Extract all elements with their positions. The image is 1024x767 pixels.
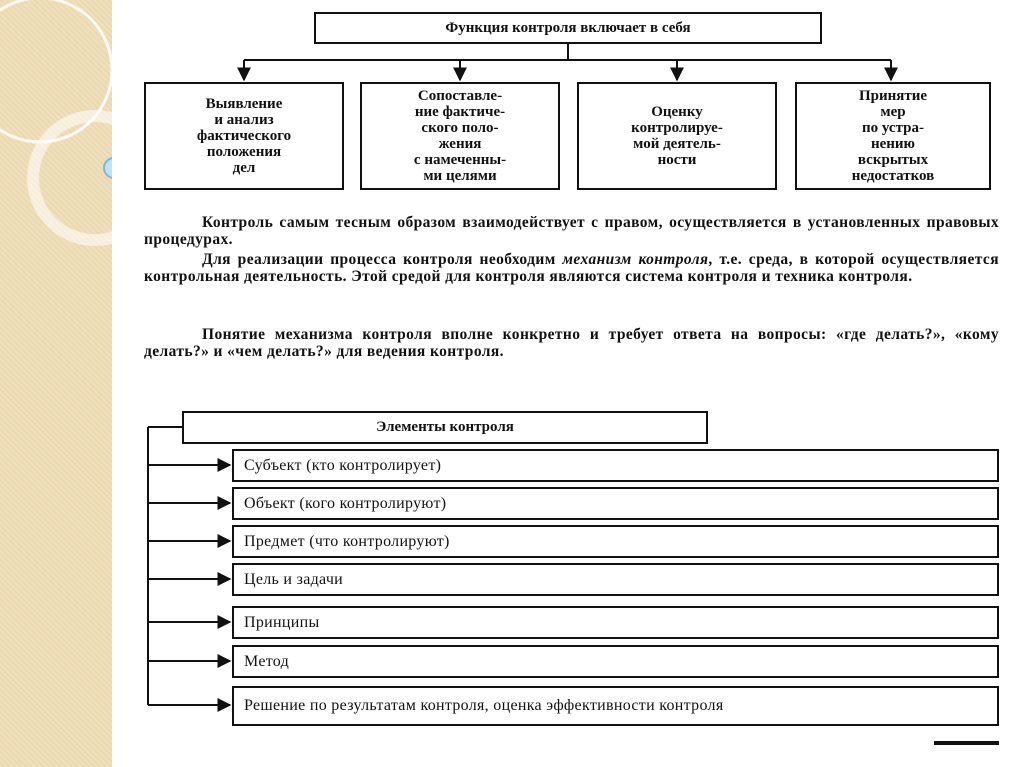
- element-object: Объект (кого контролируют): [232, 487, 999, 520]
- function-item-evaluation: Оценку контролируе- мой деятель- ности: [577, 82, 777, 190]
- function-title: Функция контроля включает в себя: [314, 12, 822, 44]
- element-subject-matter: Предмет (что контролируют): [232, 525, 999, 558]
- emphasis-mechanism: механизм контроля: [562, 251, 709, 268]
- paragraph-2: Для реализации процесса контроля необход…: [144, 251, 999, 285]
- function-item-measures: Принятие мер по устра- нению вскрытых не…: [795, 82, 991, 190]
- function-item-analysis: Выявление и анализ фактического положени…: [144, 82, 344, 190]
- elements-title: Элементы контроля: [182, 411, 708, 444]
- deco-circle-ring: [27, 110, 140, 246]
- bottom-rule: [934, 741, 999, 745]
- slide: Функция контроля включает в себя Выявлен…: [112, 0, 1024, 767]
- element-goals: Цель и задачи: [232, 563, 999, 596]
- paragraph-2-start: Для реализации процесса контроля необход…: [202, 251, 563, 268]
- element-principles: Принципы: [232, 606, 999, 639]
- paragraph-2-end: , т.е. среда, в которой осуществляется к…: [144, 251, 999, 285]
- paragraph-3: Понятие механизма контроля вполне конкре…: [144, 326, 999, 360]
- element-decision: Решение по результатам контроля, оценка …: [232, 686, 999, 726]
- element-method: Метод: [232, 645, 999, 678]
- paragraph-1: Контроль самым тесным образом взаимодейс…: [144, 214, 999, 248]
- function-item-comparison: Сопоставле- ние фактиче- ского поло- жен…: [360, 82, 560, 190]
- element-subject: Субъект (кто контролирует): [232, 449, 999, 482]
- connector-lines: [147, 44, 898, 712]
